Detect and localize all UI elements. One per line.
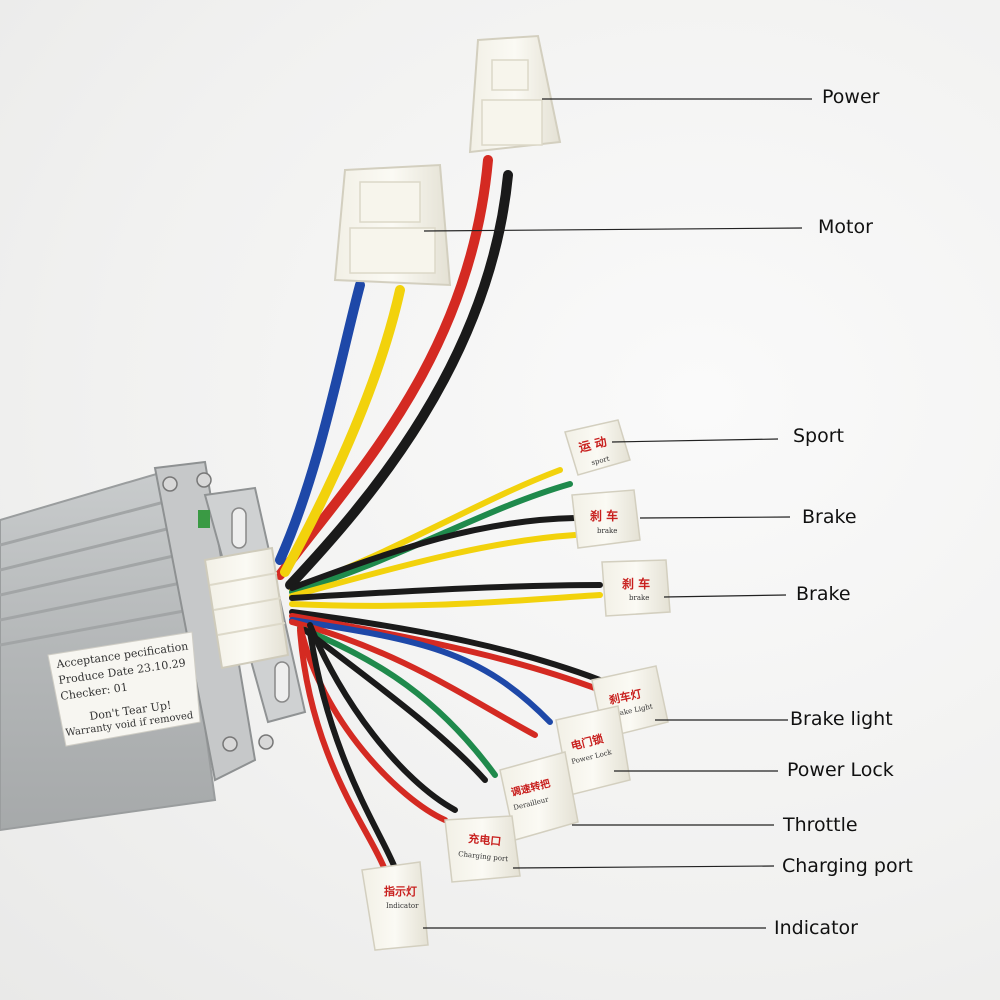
- callout-charging-port: Charging port: [782, 855, 913, 877]
- brake-connector-2: 刹 车 brake: [601, 559, 671, 617]
- callout-indicator: Indicator: [774, 917, 858, 939]
- callout-power-lock: Power Lock: [787, 759, 894, 781]
- charging-tag: 充电口: [468, 831, 502, 848]
- indicator-tag-sub: Indicator: [386, 902, 419, 910]
- indicator-connector: 指示灯 Indicator: [361, 861, 429, 951]
- leader-brake-2: [663, 594, 787, 598]
- brake-connector-1: 刹 车 brake: [571, 489, 641, 549]
- brake-light-tag: 刹车灯: [608, 686, 643, 707]
- spec-sticker: Acceptance pecification Produce Date 23.…: [47, 631, 201, 747]
- callout-throttle: Throttle: [783, 814, 858, 836]
- brake-tag-1-sub: brake: [597, 527, 617, 535]
- callout-sport: Sport: [793, 425, 845, 447]
- leader-lines: [423, 98, 812, 929]
- brake-tag-2: 刹 车: [622, 576, 650, 591]
- callout-brake-1: Brake: [802, 506, 857, 528]
- motor-connector: [333, 163, 452, 287]
- charging-connector: 充电口 Charging port: [444, 815, 521, 883]
- leader-motor: [423, 227, 803, 232]
- wire-bundle: [275, 155, 603, 873]
- brake-tag-2-sub: brake: [629, 594, 649, 602]
- strain-relief-boot: [203, 546, 290, 670]
- sport-tag: 运 动: [577, 435, 608, 455]
- leader-sport: [611, 438, 779, 443]
- callout-motor: Motor: [818, 216, 873, 238]
- callout-brake-light: Brake light: [790, 708, 893, 730]
- status-led-icon: [198, 510, 210, 528]
- sport-connector: 运 动 sport: [564, 419, 631, 476]
- leader-brake-1: [639, 516, 791, 519]
- indicator-tag: 指示灯: [384, 884, 417, 898]
- callout-brake-2: Brake: [796, 583, 851, 605]
- power-connector: [468, 34, 562, 154]
- callout-power: Power: [822, 86, 880, 108]
- leader-charging-port: [512, 865, 775, 869]
- brake-tag-1: 刹 车: [590, 508, 618, 523]
